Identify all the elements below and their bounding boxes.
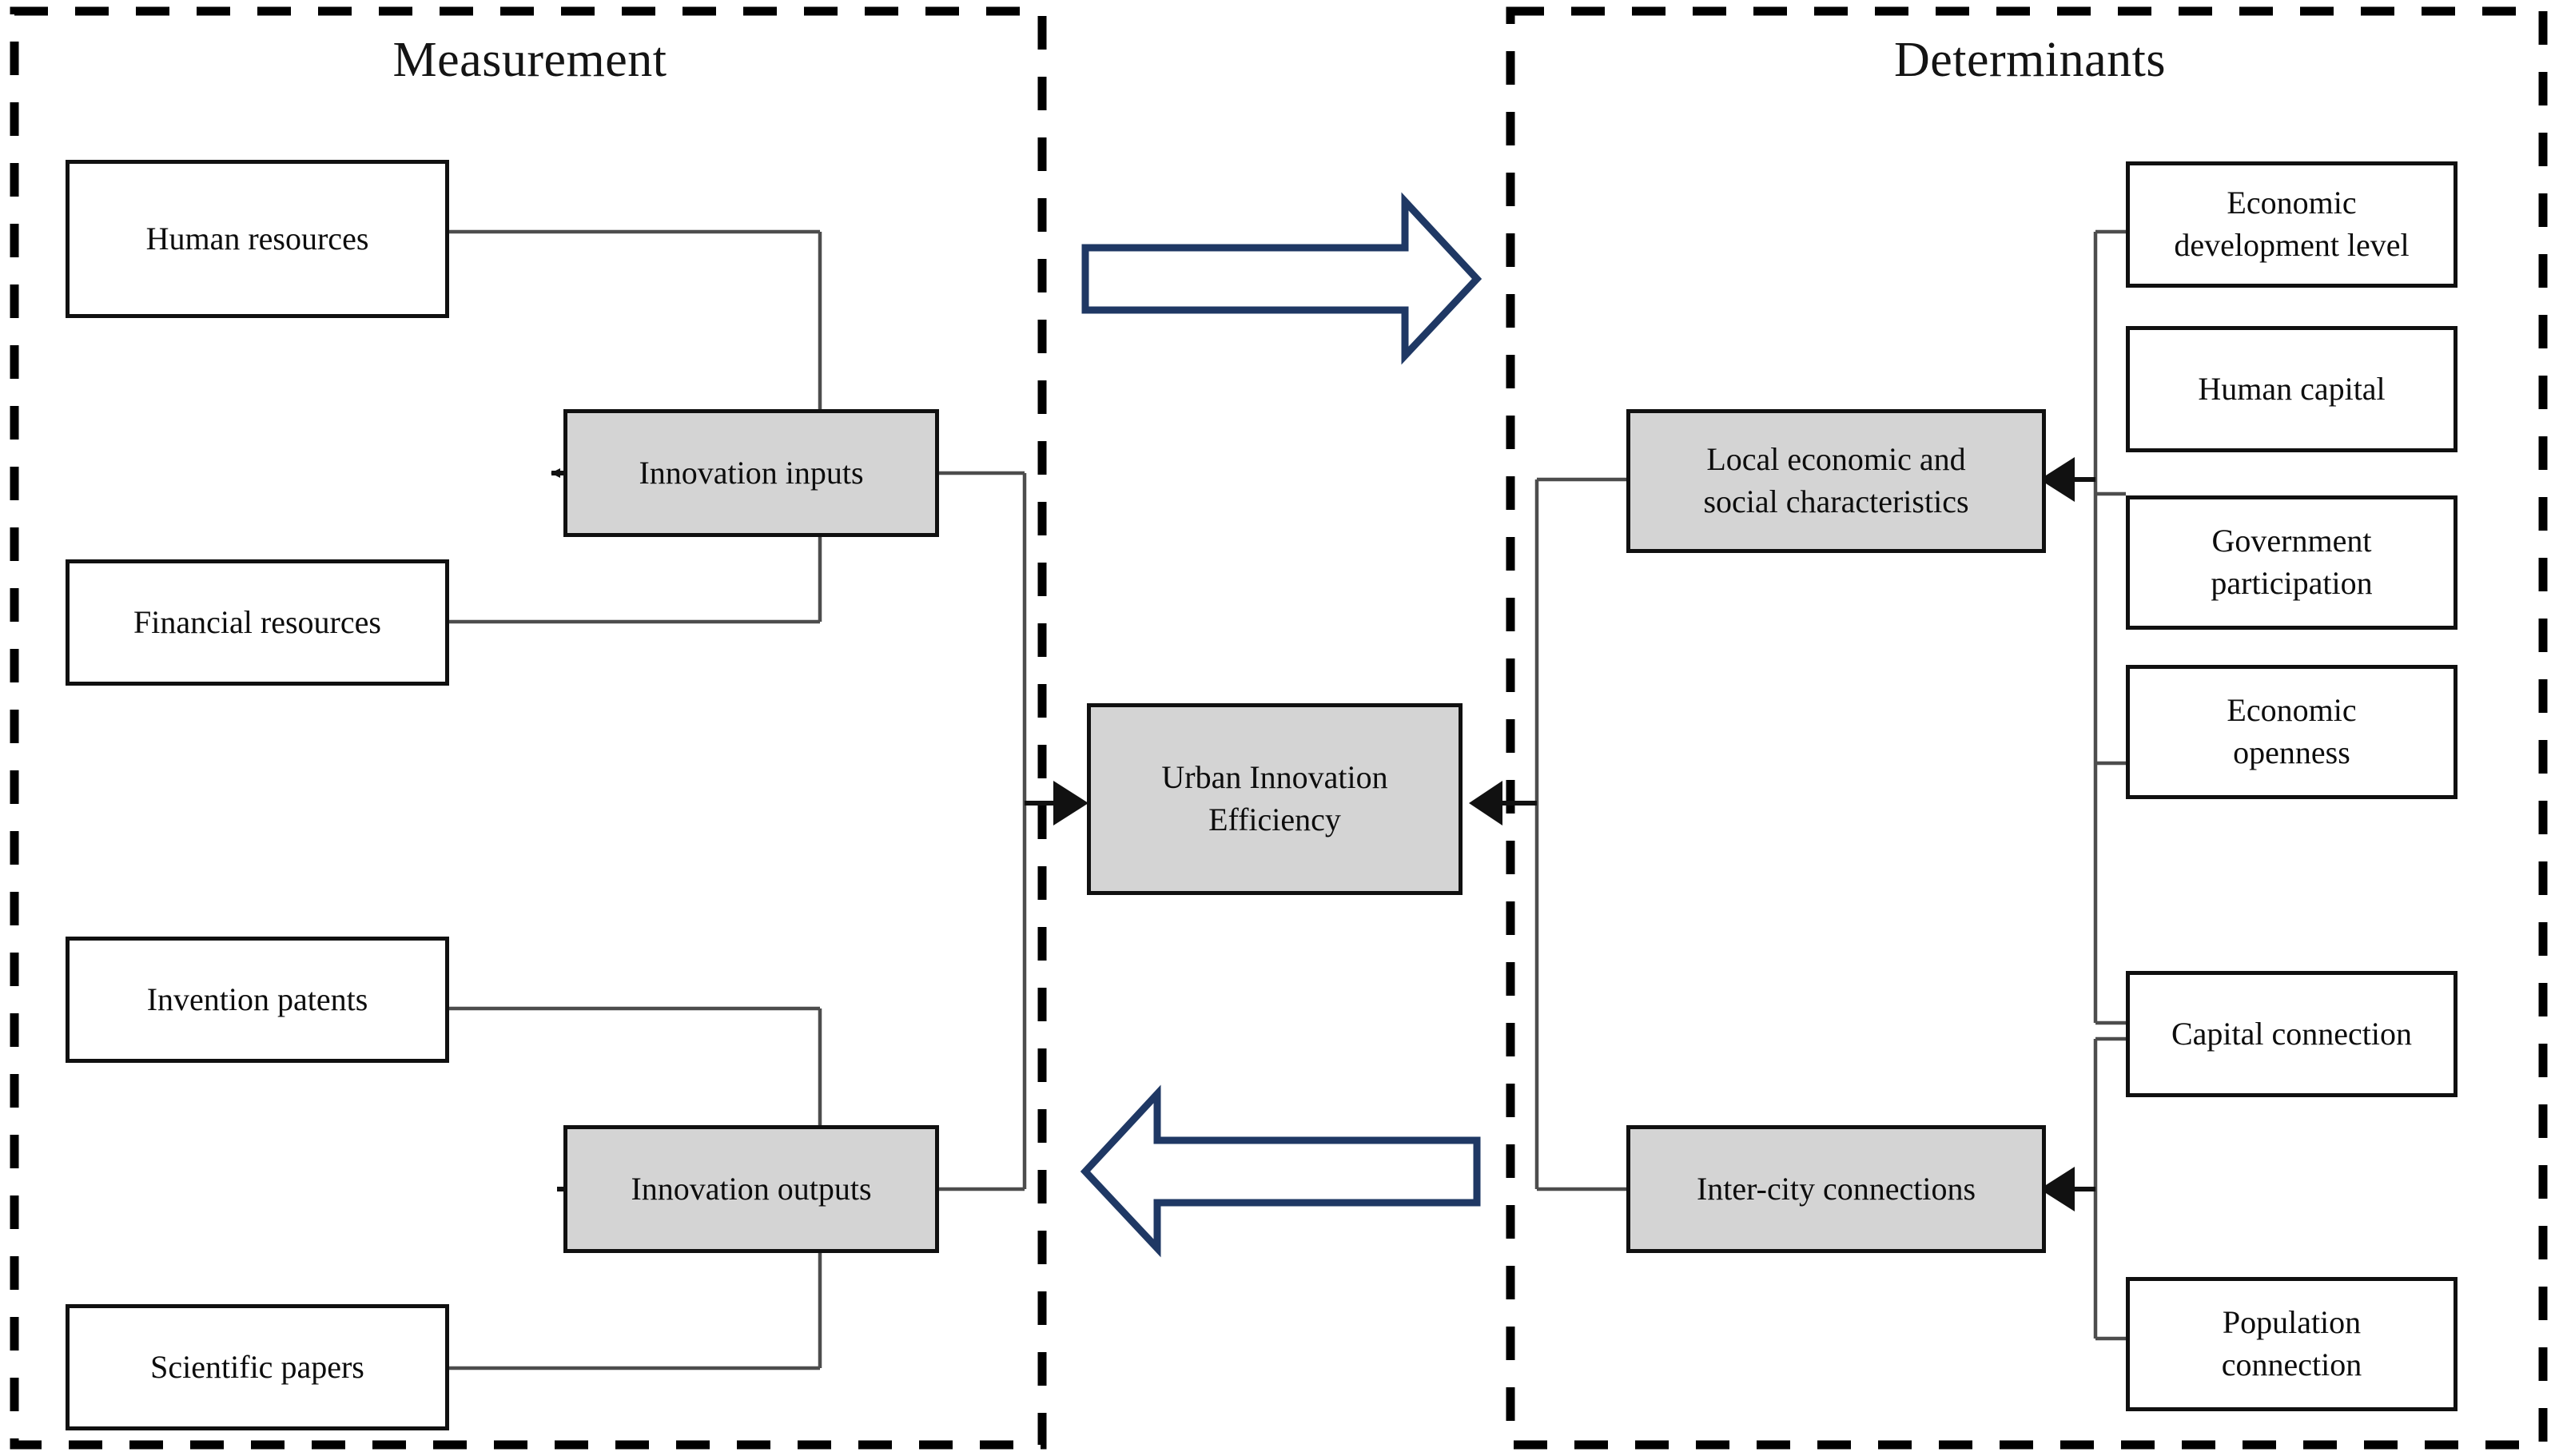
node-label-line1: Economic — [2227, 692, 2357, 729]
arrow-measurement-core-head — [1053, 781, 1088, 825]
node-capital-connection[interactable]: Capital connection — [2126, 971, 2457, 1097]
node-label: Innovation outputs — [631, 1170, 872, 1207]
node-label: Scientific papers — [150, 1348, 364, 1385]
big-arrow-left-icon — [1080, 1084, 1481, 1258]
node-inter-city-connections[interactable]: Inter-city connections — [1626, 1125, 2046, 1253]
node-innovation-inputs[interactable]: Innovation inputs — [563, 409, 939, 537]
node-label-line1: Economic — [2227, 185, 2357, 221]
node-label: Inter-city connections — [1696, 1170, 1976, 1207]
node-label-line1: Urban Innovation — [1161, 759, 1388, 796]
connector-determinants-to-core — [1520, 477, 1626, 1191]
node-label-line2: openness — [2233, 734, 2350, 770]
determinants-panel-title: Determinants — [1893, 33, 2166, 87]
node-label-line1: Government — [2211, 523, 2372, 559]
node-human-capital[interactable]: Human capital — [2126, 326, 2457, 452]
node-label-line2: social characteristics — [1703, 483, 1969, 519]
measurement-panel-frame — [10, 6, 1047, 1450]
node-label-line1: Population — [2222, 1304, 2362, 1341]
node-label: Capital connection — [2171, 1015, 2412, 1052]
node-local-economic-and-social-characteristics[interactable]: Local economic and social characteristic… — [1626, 409, 2046, 553]
node-label-line2: connection — [2221, 1347, 2362, 1382]
determinants-panel-frame — [1506, 6, 2548, 1450]
node-innovation-outputs[interactable]: Innovation outputs — [563, 1125, 939, 1253]
node-invention-patents[interactable]: Invention patents — [66, 937, 449, 1063]
node-financial-resources[interactable]: Financial resources — [66, 559, 449, 686]
node-label: Financial resources — [133, 603, 381, 640]
node-human-resources[interactable]: Human resources — [66, 160, 449, 318]
connector-measurement-to-core — [939, 471, 1049, 1191]
node-economic-development-level[interactable]: Economic development level — [2126, 161, 2457, 288]
arrow-intercity-head — [2040, 1167, 2075, 1211]
measurement-panel-title: Measurement — [392, 33, 667, 87]
node-economic-openness[interactable]: Economic openness — [2126, 665, 2457, 799]
node-label: Human resources — [145, 220, 369, 257]
node-label: Invention patents — [146, 981, 368, 1017]
node-label: Human capital — [2198, 370, 2386, 407]
node-label-line1: Local economic and — [1706, 441, 1966, 478]
node-label: Innovation inputs — [639, 454, 864, 491]
node-urban-innovation-efficiency[interactable]: Urban Innovation Efficiency — [1087, 703, 1463, 895]
arrow-local-economic-head — [2040, 457, 2075, 502]
big-arrow-right-icon — [1081, 192, 1482, 365]
node-population-connection[interactable]: Population connection — [2126, 1277, 2457, 1411]
node-label-line2: Efficiency — [1208, 802, 1341, 837]
arrow-determinants-core-head — [1469, 781, 1502, 825]
node-government-participation[interactable]: Government participation — [2126, 495, 2457, 630]
node-scientific-papers[interactable]: Scientific papers — [66, 1304, 449, 1430]
connector-local-economic-factors — [2078, 229, 2126, 1025]
node-label-line2: development level — [2174, 227, 2410, 263]
node-label-line2: participation — [2211, 565, 2373, 601]
